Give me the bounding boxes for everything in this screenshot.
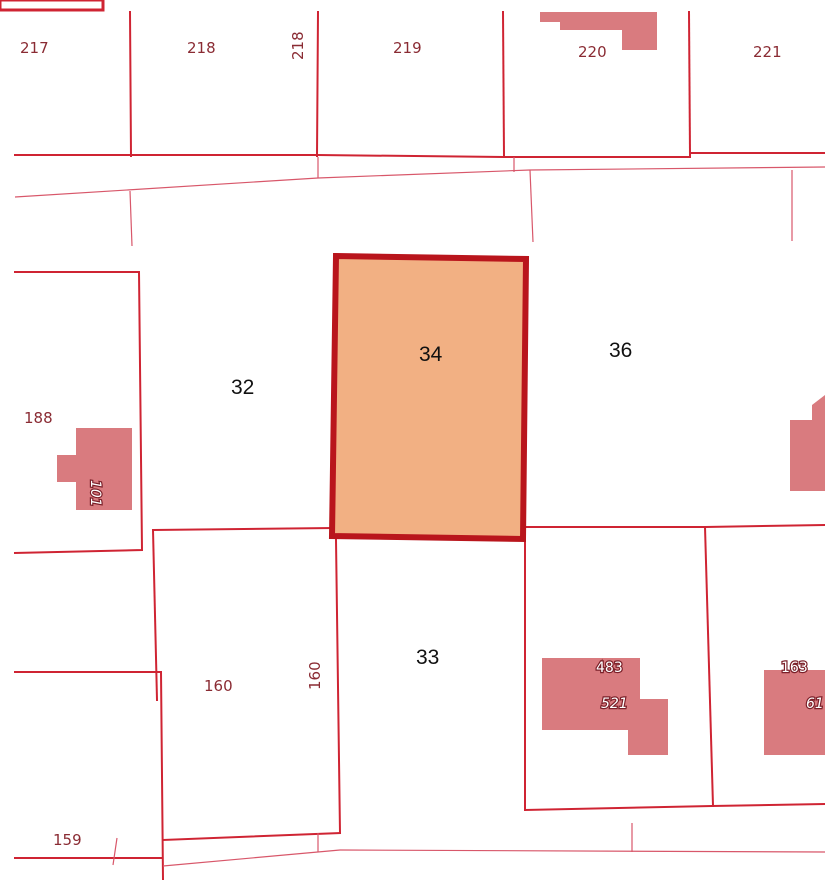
building-163 (764, 670, 825, 755)
building-number-521: 521 (601, 696, 628, 712)
top-parcel-boundaries (14, 10, 825, 159)
road-boundaries (14, 157, 825, 247)
road-edge-line (112, 837, 118, 866)
bottom-parcel-boundaries (14, 523, 825, 880)
parcel-number-219: 219 (393, 39, 422, 57)
road-edge-line (529, 169, 534, 243)
boundary-line (501, 10, 506, 159)
parcel-number-221: 221 (753, 43, 782, 61)
road-edge-line (14, 177, 319, 198)
parcel-number-160: 160 (204, 677, 233, 695)
parcel-number-218: 218 (187, 39, 216, 57)
parcel-number-220: 220 (578, 43, 607, 61)
building-number-163: 163 (781, 660, 808, 676)
parcel-number-159: 159 (53, 831, 82, 849)
building-220 (540, 12, 657, 50)
road-edge-line (162, 849, 341, 867)
road-edge-line (339, 849, 825, 853)
building-101 (57, 428, 132, 510)
map-corner-marker (0, 0, 105, 12)
boundary-line (128, 10, 133, 158)
parcel-number-217: 217 (20, 39, 49, 57)
road-edge-line (317, 169, 531, 179)
plot-number-33: 33 (416, 646, 439, 669)
boundary-line (687, 10, 692, 157)
building-number-61: 61 (806, 696, 824, 712)
bottom-road-boundaries (112, 823, 825, 867)
building-number-483: 483 (596, 660, 623, 676)
plot-number-32: 32 (231, 376, 254, 399)
building-right-edge (790, 395, 825, 491)
boundary-line (703, 525, 715, 808)
building-483 (542, 658, 668, 755)
plot-number-34: 34 (419, 343, 443, 366)
boundary-line (334, 538, 342, 835)
boundary-line (161, 831, 342, 842)
boundary-line (523, 802, 825, 812)
road-edge-line (129, 190, 133, 247)
selected-plot-34[interactable] (328, 252, 530, 543)
parcel-number-218-rotated: 218 (289, 31, 307, 60)
plot-number-36: 36 (609, 339, 632, 362)
boundary-line (14, 152, 825, 158)
boundary-line (315, 10, 320, 158)
boundary-line (14, 671, 165, 880)
parcel-number-188: 188 (24, 409, 53, 427)
road-edge-line (529, 166, 825, 171)
building-number-101: 101 (87, 480, 103, 507)
parcel-188-boundary (13, 271, 144, 555)
boundary-line (151, 528, 159, 702)
parcel-number-160-rotated: 160 (306, 661, 324, 690)
